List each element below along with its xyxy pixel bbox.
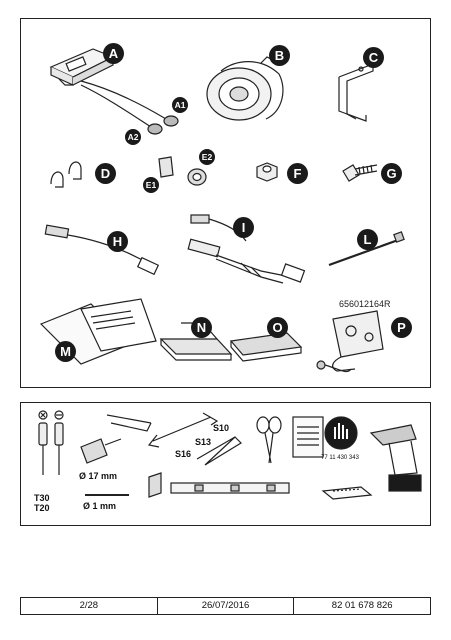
adhesive-pad-n-illustration [159, 322, 233, 361]
page-number: 2/28 [21, 598, 158, 614]
label-i: I [233, 217, 254, 238]
adhesive-strip-o-illustration [229, 332, 303, 362]
harness-i-illustration [187, 214, 306, 284]
label-p: P [391, 317, 412, 338]
label-h: H [107, 231, 128, 252]
tools-illustrations [38, 410, 422, 500]
page-footer: 2/28 26/07/2016 82 01 678 826 [20, 597, 431, 615]
label-m: M [55, 341, 76, 362]
label-c: C [363, 47, 384, 68]
screwdrivers-illustration [38, 410, 64, 475]
spanner-size-s10: S10 [213, 423, 230, 433]
document-reference: 82 01 678 826 [331, 600, 393, 611]
hole-saw-size: Ø 17 mm [79, 471, 118, 481]
label-a1: A1 [172, 97, 188, 113]
lock-mechanism-illustration [316, 310, 384, 373]
alarm-module-illustration [49, 48, 179, 135]
label-o: O [267, 317, 288, 338]
tape-measure-illustration [321, 486, 373, 500]
label-a2: A2 [125, 129, 141, 145]
manual-code: 77 11 430 343 [321, 455, 359, 461]
scissors-illustration [256, 416, 282, 464]
torx-t20-label: T20 [34, 503, 50, 513]
nut-illustration [256, 162, 278, 182]
socket-wrench-illustration [196, 436, 242, 466]
clips-illustration [50, 161, 82, 188]
torx-t30-label: T30 [34, 493, 50, 503]
siren-illustration [206, 56, 284, 121]
tools-panel: T30 T20 Ø 17 mm Ø 1 mm S10 S13 S16 77 11… [20, 402, 431, 526]
label-e1: E1 [143, 177, 159, 193]
parts-panel: A A1 A2 B C D E1 E2 F G H I L 656012164R… [20, 18, 431, 388]
label-e2: E2 [199, 149, 215, 165]
spirit-level-illustration [170, 482, 290, 494]
spanner-size-s16: S16 [175, 449, 192, 459]
cordless-drill-illustration [369, 424, 422, 492]
drill-bit-size: Ø 1 mm [83, 501, 117, 511]
manual-illustration [292, 416, 324, 458]
adhesive-tape-illustration [148, 472, 162, 498]
label-a: A [103, 43, 124, 64]
label-l: L [357, 229, 378, 250]
spanner-size-s13: S13 [195, 437, 212, 447]
screw-illustration [342, 164, 378, 182]
hole-saw-illustration [80, 438, 122, 464]
cable-tie-illustration [328, 231, 405, 267]
document-date: 26/07/2016 [158, 598, 295, 614]
bracket-illustration [338, 63, 374, 122]
harness-h-illustration [44, 224, 160, 276]
part-number: 656012164R [339, 299, 391, 309]
label-g: G [381, 163, 402, 184]
gloves-sign-icon [324, 416, 358, 450]
trim-tool-illustration [106, 414, 152, 432]
parts-illustrations [39, 48, 405, 373]
label-n: N [191, 317, 212, 338]
label-f: F [287, 163, 308, 184]
label-d: D [95, 163, 116, 184]
grommets-illustration [158, 156, 207, 186]
spanner-illustration [147, 412, 219, 448]
label-b: B [269, 45, 290, 66]
